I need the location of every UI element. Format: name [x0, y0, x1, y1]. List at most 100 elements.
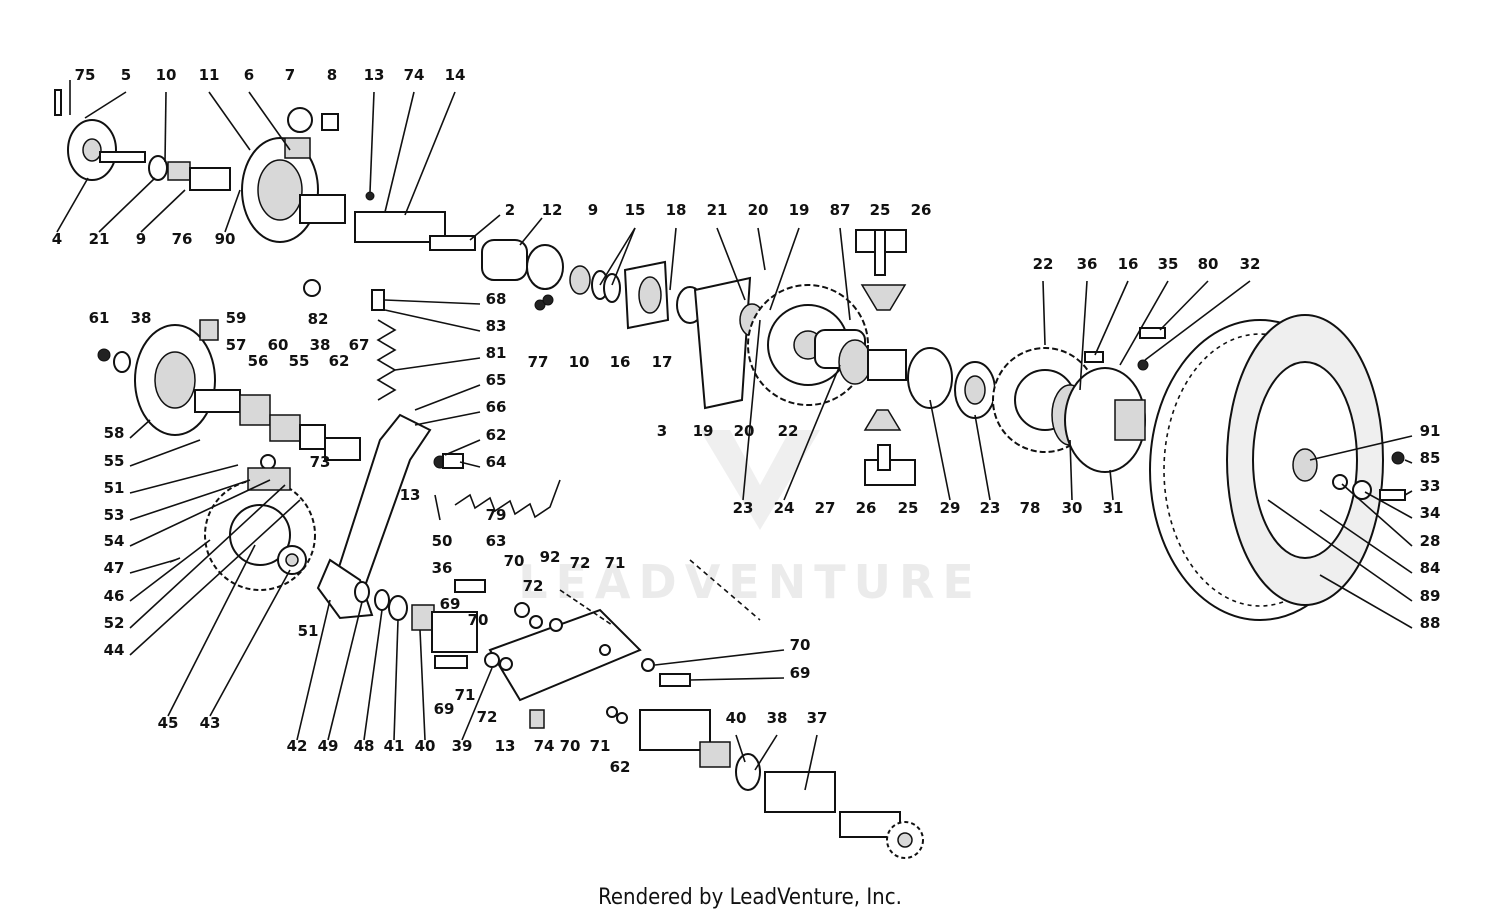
callout-6: 6: [244, 66, 254, 84]
callout-62: 62: [329, 352, 350, 370]
callout-37: 37: [807, 709, 828, 727]
callout-58: 58: [104, 424, 125, 442]
callout-26: 26: [911, 201, 932, 219]
callout-92: 92: [540, 548, 561, 566]
callout-51: 51: [104, 479, 125, 497]
callout-69: 69: [790, 664, 811, 682]
callout-15: 15: [625, 201, 646, 219]
callout-85: 85: [1420, 449, 1441, 467]
callout-22: 22: [1033, 255, 1054, 273]
callout-70: 70: [560, 737, 581, 755]
callout-35: 35: [1158, 255, 1179, 273]
callout-42: 42: [287, 737, 308, 755]
callout-65: 65: [486, 371, 507, 389]
callout-9: 9: [136, 230, 146, 248]
callout-48: 48: [354, 737, 375, 755]
callout-76: 76: [172, 230, 193, 248]
callout-67: 67: [349, 336, 370, 354]
callout-70: 70: [790, 636, 811, 654]
callout-74: 74: [404, 66, 425, 84]
callout-30: 30: [1062, 499, 1083, 517]
callout-62: 62: [486, 426, 507, 444]
callout-11: 11: [199, 66, 220, 84]
callout-20: 20: [734, 422, 755, 440]
callout-81: 81: [486, 344, 507, 362]
callout-32: 32: [1240, 255, 1261, 273]
callout-59: 59: [226, 309, 247, 327]
callout-23: 23: [733, 499, 754, 517]
callout-40: 40: [726, 709, 747, 727]
callout-23: 23: [980, 499, 1001, 517]
callout-63: 63: [486, 532, 507, 550]
callout-84: 84: [1420, 559, 1441, 577]
callout-9: 9: [588, 201, 598, 219]
callout-77: 77: [528, 353, 549, 371]
callout-74: 74: [534, 737, 555, 755]
callout-7: 7: [285, 66, 295, 84]
callout-68: 68: [486, 290, 507, 308]
callout-39: 39: [452, 737, 473, 755]
callout-36: 36: [1077, 255, 1098, 273]
watermark-text: LEADVENTURE: [518, 555, 982, 609]
callout-16: 16: [1118, 255, 1139, 273]
callout-53: 53: [104, 506, 125, 524]
callout-90: 90: [215, 230, 236, 248]
callout-87: 87: [830, 201, 851, 219]
callout-4: 4: [52, 230, 62, 248]
callout-52: 52: [104, 614, 125, 632]
callout-70: 70: [504, 552, 525, 570]
callout-21: 21: [89, 230, 110, 248]
callout-71: 71: [605, 554, 626, 572]
rendered-by-credit: Rendered by LeadVenture, Inc.: [598, 885, 902, 910]
callout-3: 3: [657, 422, 667, 440]
callout-25: 25: [870, 201, 891, 219]
callout-10: 10: [156, 66, 177, 84]
callout-78: 78: [1020, 499, 1041, 517]
callout-13: 13: [364, 66, 385, 84]
callout-80: 80: [1198, 255, 1219, 273]
callout-8: 8: [327, 66, 337, 84]
callout-71: 71: [590, 737, 611, 755]
wheel-hub-assembly: [992, 327, 1166, 473]
callout-38: 38: [131, 309, 152, 327]
callout-71: 71: [455, 686, 476, 704]
lower-axle-assembly: [316, 558, 924, 859]
callout-27: 27: [815, 499, 836, 517]
differential-assembly: [814, 229, 996, 486]
callout-66: 66: [486, 398, 507, 416]
callout-28: 28: [1420, 532, 1441, 550]
callout-25: 25: [898, 499, 919, 517]
callout-12: 12: [542, 201, 563, 219]
callout-41: 41: [384, 737, 405, 755]
callout-60: 60: [268, 336, 289, 354]
callout-22: 22: [778, 422, 799, 440]
callout-5: 5: [121, 66, 131, 84]
callout-73: 73: [310, 453, 331, 471]
callout-69: 69: [440, 595, 461, 613]
callout-88: 88: [1420, 614, 1441, 632]
callout-26: 26: [856, 499, 877, 517]
wheel-tire-88: [1149, 314, 1406, 621]
callout-75: 75: [75, 66, 96, 84]
callout-34: 34: [1420, 504, 1441, 522]
callout-43: 43: [200, 714, 221, 732]
callout-47: 47: [104, 559, 125, 577]
callout-14: 14: [445, 66, 466, 84]
callout-62: 62: [610, 758, 631, 776]
callout-69: 69: [434, 700, 455, 718]
callout-45: 45: [158, 714, 179, 732]
callout-91: 91: [1420, 422, 1441, 440]
callout-19: 19: [789, 201, 810, 219]
callout-44: 44: [104, 641, 125, 659]
callout-57: 57: [226, 336, 247, 354]
callout-55: 55: [104, 452, 125, 470]
callout-17: 17: [652, 353, 673, 371]
callout-24: 24: [774, 499, 795, 517]
left-pulley-assembly: [97, 279, 361, 461]
leadventure-watermark: LEADVENTURE: [518, 430, 982, 609]
callout-50: 50: [432, 532, 453, 550]
callout-82: 82: [308, 310, 329, 328]
callout-20: 20: [748, 201, 769, 219]
callout-31: 31: [1103, 499, 1124, 517]
callout-72: 72: [523, 577, 544, 595]
